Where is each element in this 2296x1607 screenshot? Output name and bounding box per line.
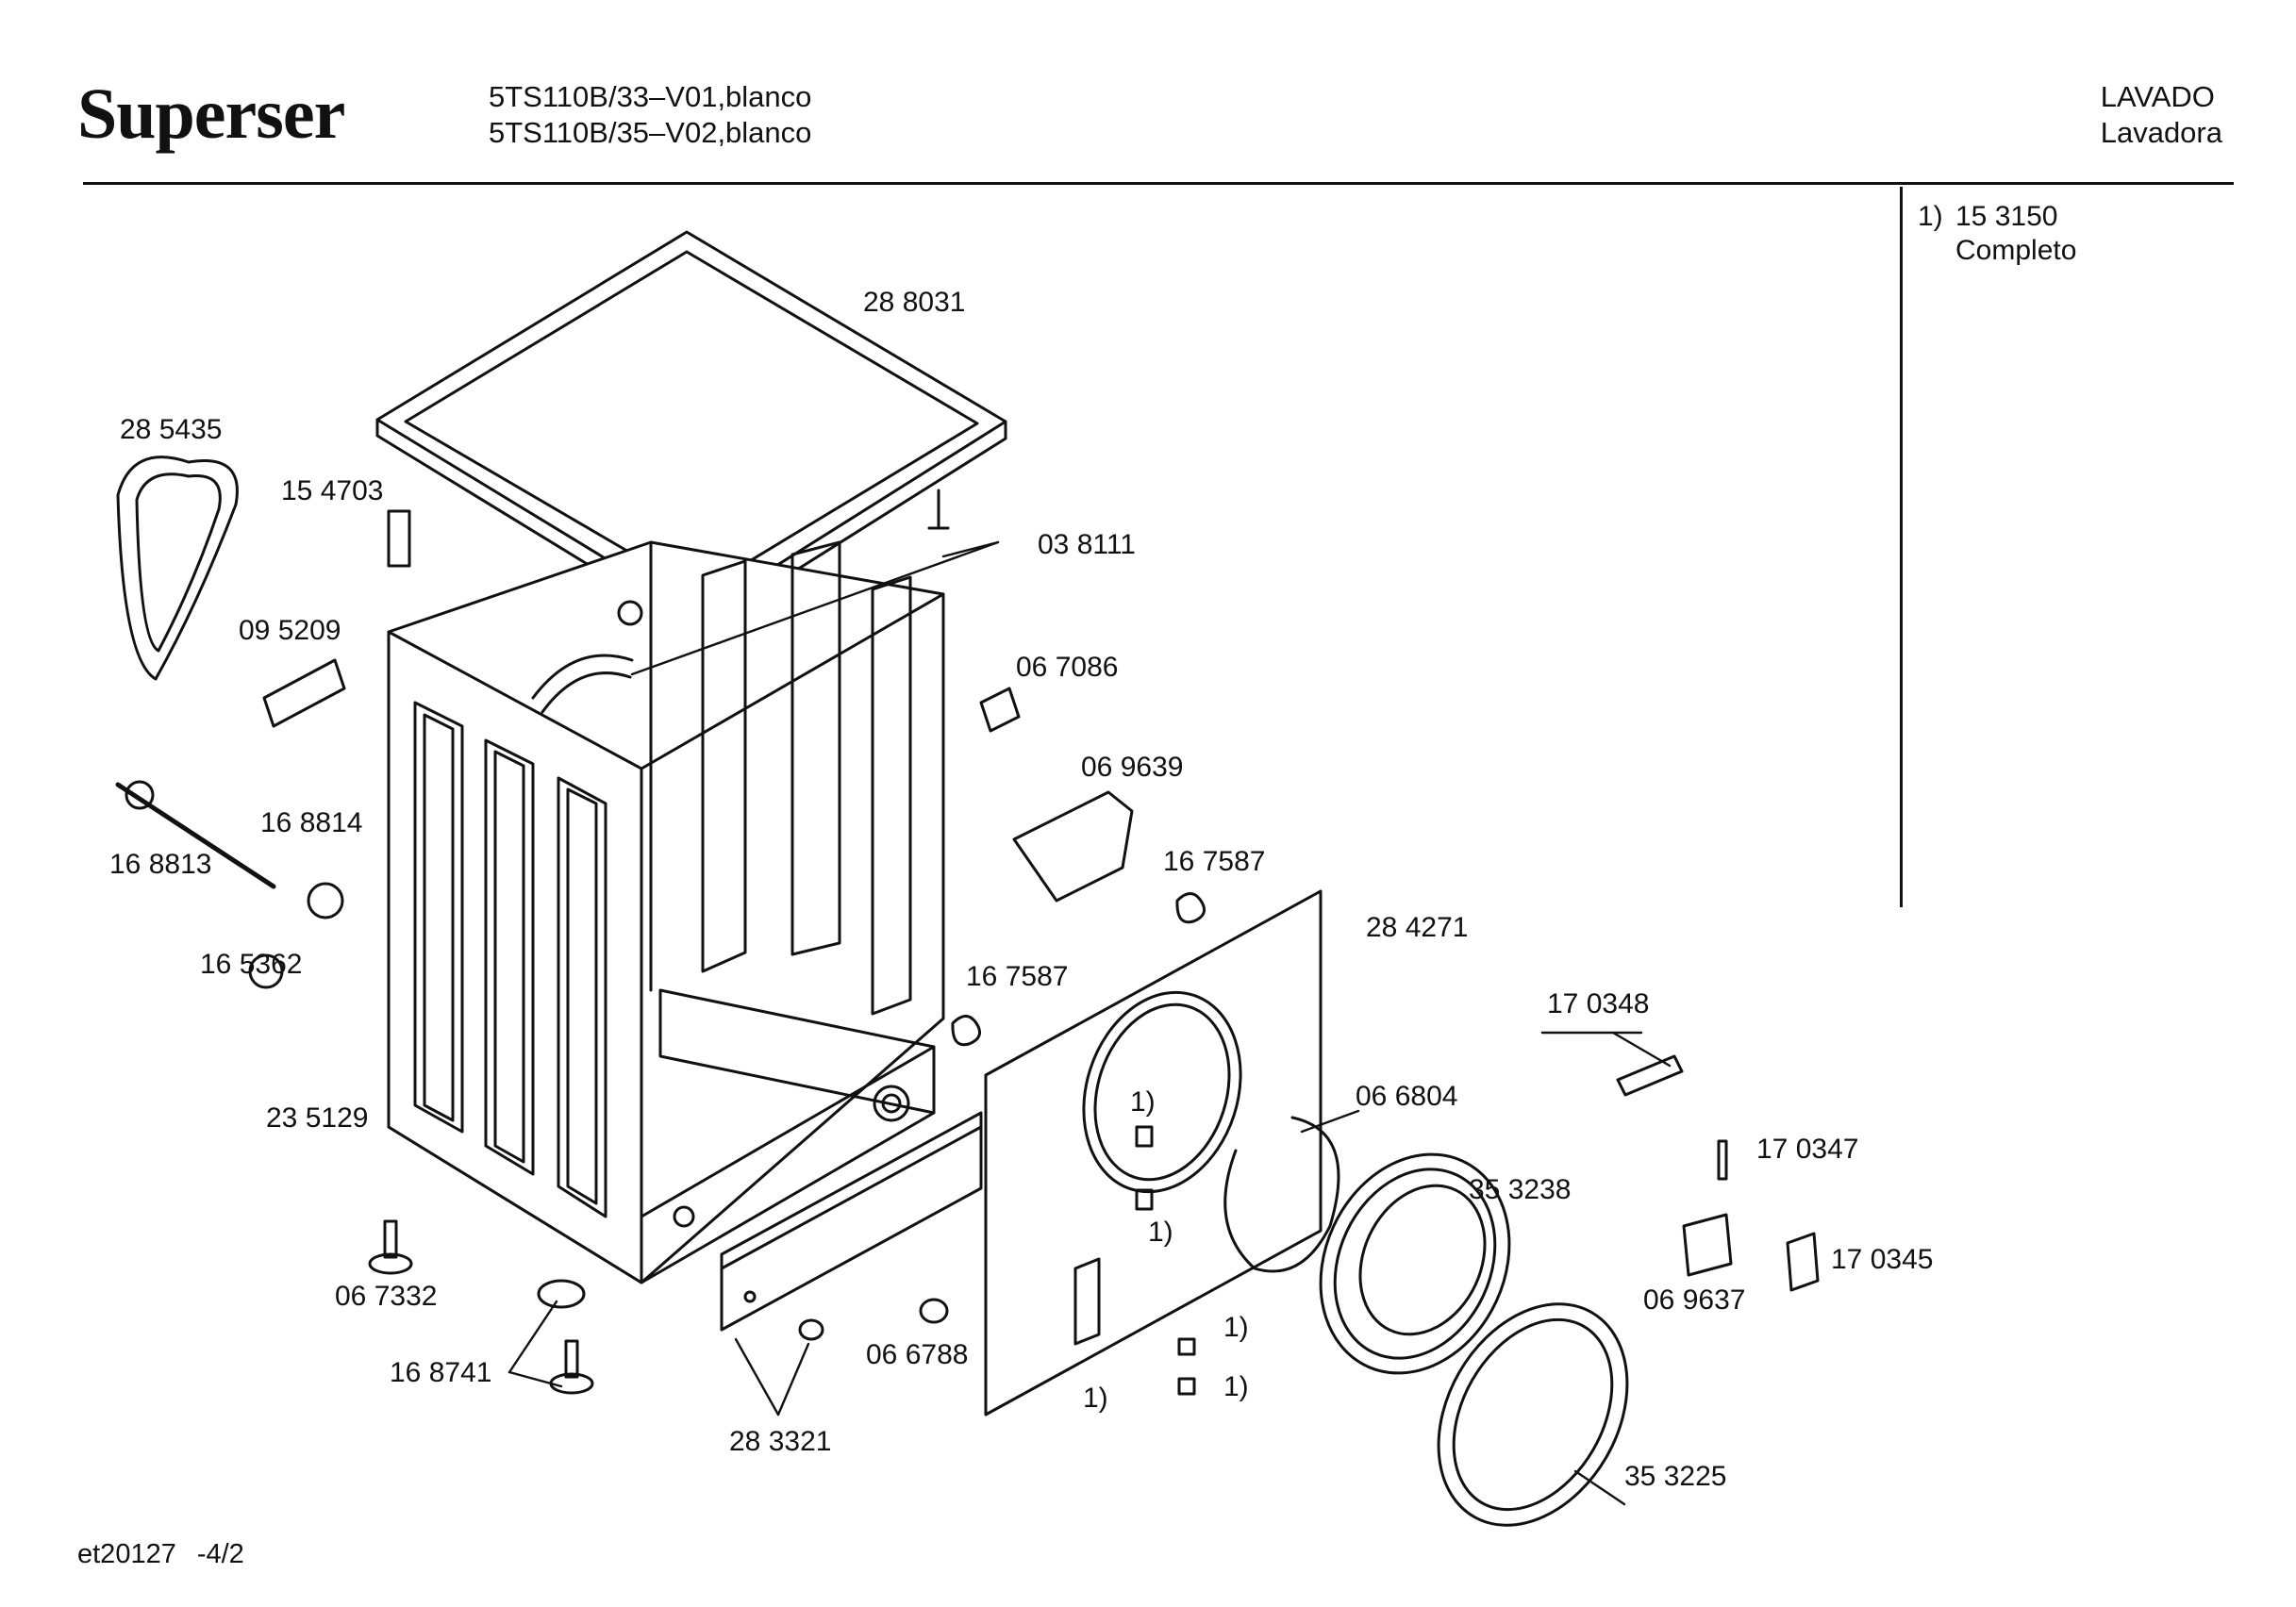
- part-label: 35 3238: [1469, 1174, 1572, 1205]
- front-panel: [984, 889, 1323, 1416]
- footer: et20127 -4/2: [77, 1539, 265, 1570]
- hose-clamp: [262, 658, 346, 728]
- part-label: 16 8813: [109, 849, 212, 880]
- part-label: 28 8031: [863, 287, 966, 318]
- door-lock: [1012, 790, 1134, 903]
- part-label: 16 7587: [1163, 846, 1266, 877]
- cabinet: [387, 540, 945, 1284]
- part-label: 06 9639: [1081, 752, 1184, 783]
- part-label: 06 7086: [1016, 652, 1119, 683]
- leader-lines: [507, 540, 1672, 1506]
- part-label: 28 4271: [1366, 912, 1469, 943]
- page-number: -4/2: [196, 1539, 244, 1569]
- door-gasket: [1319, 1152, 1511, 1375]
- top-lid: [375, 230, 1007, 634]
- part-label: 16 7587: [966, 961, 1069, 992]
- bracket-part: [387, 509, 411, 568]
- header-rule: [83, 182, 2234, 185]
- foot-screw: [368, 1219, 413, 1275]
- model-line: 5TS110B/33–V01,blanco: [489, 80, 812, 113]
- screw-clip: [919, 1298, 949, 1324]
- footnote-desc: Completo: [1955, 235, 2077, 266]
- part-label: 06 6788: [866, 1339, 969, 1370]
- part-label: 03 8111: [1038, 529, 1136, 560]
- category-line: Lavadora: [2100, 116, 2222, 149]
- screw: [927, 489, 950, 530]
- foot-nut: [537, 1279, 586, 1309]
- part-label: 1): [1223, 1371, 1249, 1402]
- part-label: 16 8814: [260, 807, 363, 838]
- category-line: LAVADO: [2100, 80, 2215, 113]
- door-ring: [1437, 1302, 1629, 1527]
- clip: [1175, 892, 1206, 924]
- part-label: 23 5129: [266, 1102, 369, 1134]
- shock-rod: [115, 782, 276, 889]
- diagram-code: et20127: [77, 1539, 176, 1569]
- handle-body: [1682, 1213, 1733, 1277]
- part-label: 06 7332: [335, 1281, 438, 1312]
- footnote-part: 15 3150: [1955, 201, 2058, 232]
- model-line: 5TS110B/35–V02,blanco: [489, 116, 812, 149]
- part-label: 35 3225: [1624, 1461, 1727, 1492]
- model-list: 5TS110B/33–V01,blanco 5TS110B/35–V02,bla…: [489, 79, 811, 151]
- part-label: 1): [1083, 1383, 1108, 1414]
- part-label: 17 0348: [1547, 988, 1650, 1019]
- clip: [951, 1015, 982, 1047]
- gasket-clamp-wire: [1223, 1116, 1340, 1273]
- shock-head: [125, 780, 155, 810]
- brand-logo: Superser: [77, 75, 345, 154]
- part-label: 17 0347: [1756, 1134, 1859, 1165]
- part-label: 1): [1130, 1086, 1156, 1118]
- part-label: 15 4703: [281, 475, 384, 506]
- damper-bush: [307, 882, 344, 919]
- part-label: 17 0345: [1831, 1244, 1934, 1275]
- part-label: 06 6804: [1356, 1081, 1458, 1112]
- catch-plate: [1786, 1232, 1820, 1292]
- footnote: 1) 15 3150 Completo: [1918, 200, 2076, 268]
- part-label: 06 9637: [1643, 1284, 1746, 1316]
- part-label: 16 8741: [390, 1357, 492, 1388]
- part-label: 1): [1148, 1217, 1173, 1248]
- kick-clip: [798, 1318, 824, 1341]
- part-label: 28 3321: [729, 1426, 832, 1457]
- door-hinge: [979, 687, 1021, 733]
- rear-gasket: [116, 456, 239, 681]
- kick-plate: [720, 1111, 983, 1332]
- damper-cap: [248, 953, 284, 989]
- footnote-marker: 1): [1918, 201, 1943, 232]
- part-label: 09 5209: [239, 615, 341, 646]
- part-label: 1): [1223, 1312, 1249, 1343]
- category-label: LAVADO Lavadora: [2101, 79, 2222, 151]
- note-divider: [1900, 187, 1903, 907]
- handle-pin: [1717, 1139, 1728, 1181]
- part-label: 28 5435: [120, 414, 223, 445]
- part-label: 16 5362: [200, 949, 303, 980]
- door-handle: [1616, 1054, 1684, 1097]
